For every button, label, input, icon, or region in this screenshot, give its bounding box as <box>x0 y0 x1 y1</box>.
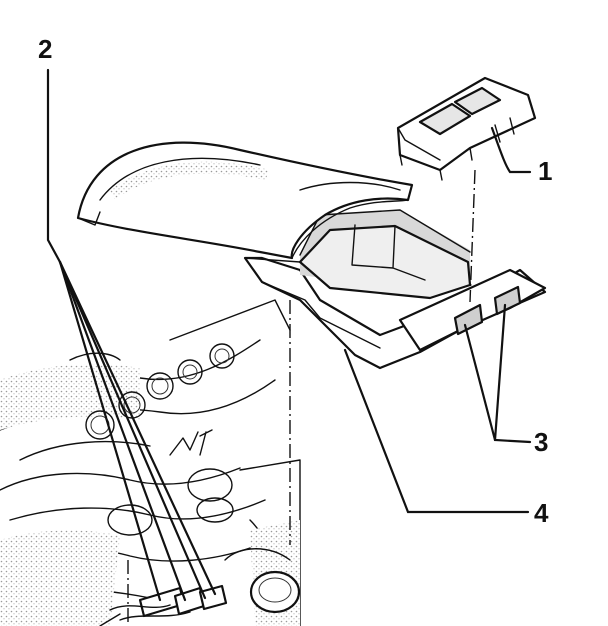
dashboard-background <box>0 299 301 626</box>
switch-module <box>396 76 537 181</box>
callout-3: 3 <box>534 427 548 457</box>
callout-2: 2 <box>38 34 52 64</box>
assembly-lines <box>127 169 476 626</box>
leader-lines <box>46 68 532 602</box>
console-tray <box>243 209 547 370</box>
armrest-lid <box>76 141 414 260</box>
callout-4: 4 <box>534 498 549 528</box>
connector-plugs <box>99 584 228 626</box>
callout-1: 1 <box>538 156 552 186</box>
